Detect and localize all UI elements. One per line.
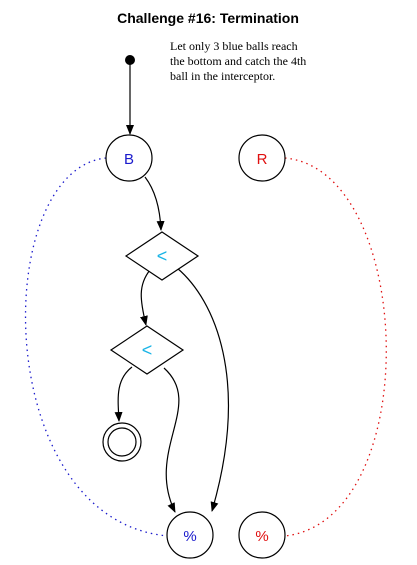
blue-source-label: B — [124, 151, 134, 168]
edge-comparator-2-to-interceptor — [114, 366, 133, 422]
comparator-node-1: < — [124, 231, 200, 281]
blue-sink-node: % — [166, 511, 214, 559]
red-sink-label: % — [255, 528, 268, 545]
interceptor-node — [102, 422, 142, 462]
comparator-1-label: < — [157, 246, 168, 266]
blue-source-node: B — [105, 134, 153, 182]
note-line-3: ball in the interceptor. — [170, 69, 275, 83]
edge-blue-source-to-comparator-1 — [144, 176, 165, 231]
diagram-title: Challenge #16: Termination — [117, 10, 299, 26]
blue-sink-label: % — [183, 528, 196, 545]
red-source-node: R — [238, 134, 286, 182]
edge-comparator-1-to-comparator-2 — [140, 269, 151, 326]
edge-red-source-to-red-sink — [284, 157, 387, 537]
edge-blue-source-to-blue-sink — [24, 157, 169, 537]
note-line-1: Let only 3 blue balls reach — [170, 39, 298, 53]
comparator-node-2: < — [109, 325, 185, 375]
instruction-note: Let only 3 blue balls reach the bottom a… — [170, 39, 306, 83]
red-sink-node: % — [238, 511, 286, 559]
edge-comparator-1-to-blue-sink — [176, 267, 229, 512]
note-line-2: the bottom and catch the 4th — [170, 54, 306, 68]
edge-comparator-2-to-blue-sink — [163, 367, 180, 513]
start-node — [125, 55, 135, 65]
red-source-label: R — [257, 151, 268, 168]
comparator-2-label: < — [142, 340, 153, 360]
